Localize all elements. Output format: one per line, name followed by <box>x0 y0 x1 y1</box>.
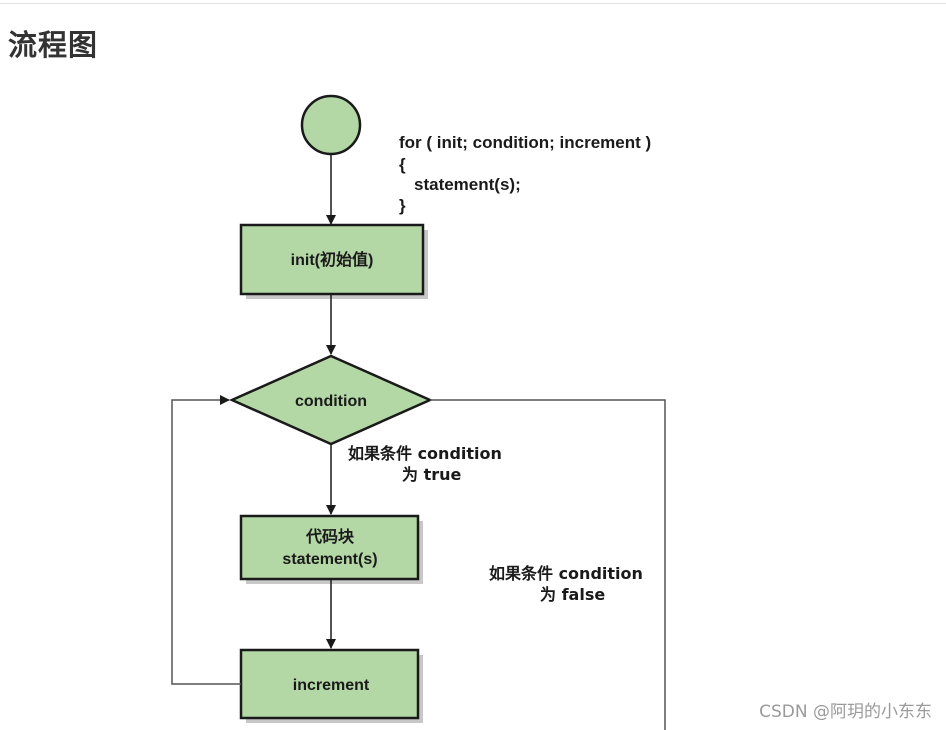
increment-node: increment <box>239 648 423 723</box>
statement-block-node: 代码块 statement(s) <box>239 514 423 584</box>
false-label-line: 为 false <box>540 585 605 604</box>
code-line: { <box>399 155 406 174</box>
page-title: 流程图 <box>8 28 99 62</box>
node-box <box>239 648 420 720</box>
true-label-line: 为 true <box>402 465 462 484</box>
condition-node: condition <box>228 354 434 446</box>
increment-label: increment <box>293 677 370 694</box>
condition-label: condition <box>295 393 367 410</box>
top-divider <box>0 3 946 4</box>
code-line: for ( init; condition; increment ) <box>399 133 651 152</box>
false-label-line: 如果条件 condition <box>489 564 643 583</box>
code-line: } <box>399 196 406 215</box>
init-label: init(初始值) <box>291 250 374 269</box>
start-node <box>300 94 362 156</box>
false-branch-connector <box>430 399 666 730</box>
loop-back-connector <box>171 395 241 685</box>
init-node: init(初始值) <box>239 223 428 299</box>
block-label-line: statement(s) <box>282 551 377 568</box>
false-branch-label: 如果条件 condition 为 false <box>489 564 643 604</box>
code-line: statement(s); <box>414 175 521 194</box>
node-box <box>239 223 425 296</box>
true-branch-label: 如果条件 condition 为 true <box>348 444 502 484</box>
true-label-line: 如果条件 condition <box>348 444 502 463</box>
block-label-line: 代码块 <box>305 527 355 546</box>
watermark: CSDN @阿玥的小东东 <box>759 702 932 722</box>
node-box <box>239 514 420 581</box>
for-syntax-snippet: for ( init; condition; increment ) { sta… <box>399 133 651 215</box>
